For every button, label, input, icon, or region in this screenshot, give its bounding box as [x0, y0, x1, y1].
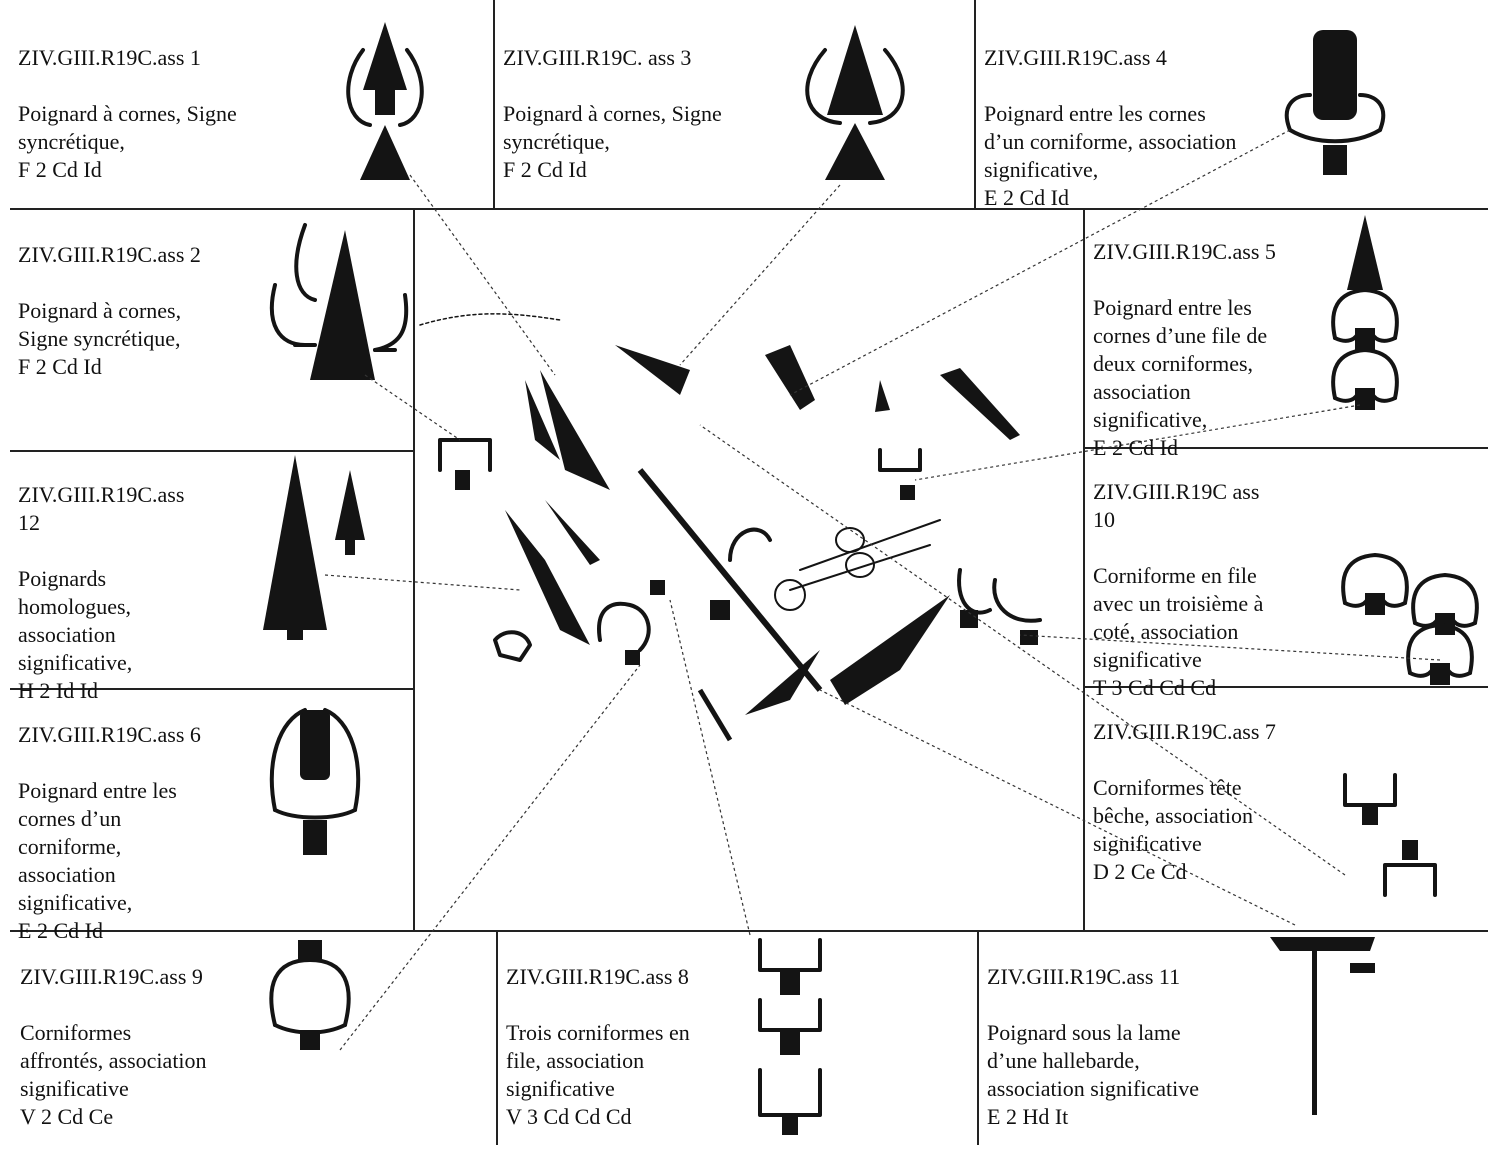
panel-id: ZIV.GIII.R19C. ass 3 — [503, 45, 692, 70]
rule-right-h2 — [1083, 686, 1488, 688]
panel-description: Poignard à cornes, Signe syncrétique, F … — [18, 298, 182, 379]
panel-description: Poignard entre les cornes d’un corniform… — [18, 778, 177, 943]
rule-h-bottom — [10, 930, 1488, 932]
panel-id: ZIV.GIII.R19C.ass 5 — [1093, 239, 1276, 264]
panel-ass11: ZIV.GIII.R19C.ass 11 Poignard sous la la… — [987, 935, 1199, 1159]
panel-id: ZIV.GIII.R19C.ass 2 — [18, 242, 201, 267]
rule-top-v1 — [493, 0, 495, 210]
panel-description: Corniformes tête bêche, association sign… — [1093, 775, 1254, 884]
panel-description: Poignards homologues, association signif… — [18, 566, 133, 703]
panel-id: ZIV.GIII.R19C.ass 12 — [18, 482, 185, 535]
panel-description: Poignard sous la lame d’une hallebarde, … — [987, 1020, 1199, 1129]
panel-ass8: ZIV.GIII.R19C.ass 8 Trois corniformes en… — [506, 935, 690, 1159]
panel-id: ZIV.GIII.R19C.ass 9 — [20, 964, 203, 989]
rule-left-h1 — [10, 450, 415, 452]
dagger-icon — [805, 25, 905, 180]
corniform-icon — [1343, 773, 1437, 897]
panel-id: ZIV.GIII.R19C.ass 11 — [987, 964, 1181, 989]
panel-description: Trois corniformes en file, association s… — [506, 1020, 690, 1129]
halberd-icon — [1270, 937, 1375, 1115]
panel-ass5: ZIV.GIII.R19C.ass 5 Poignard entre les c… — [1093, 210, 1276, 490]
rule-left-v — [413, 208, 415, 932]
panel-ass3: ZIV.GIII.R19C. ass 3 Poignard à cornes, … — [503, 16, 722, 212]
corniform-icon — [758, 938, 822, 1135]
panel-id: ZIV.GIII.R19C.ass 4 — [984, 45, 1167, 70]
panel-ass7: ZIV.GIII.R19C.ass 7 Corniformes tête bêc… — [1093, 690, 1276, 914]
rule-left-h2 — [10, 688, 415, 690]
panel-description: Poignard à cornes, Signe syncrétique, F … — [18, 101, 237, 182]
panel-description: Poignard entre les cornes d’une file de … — [1093, 295, 1268, 460]
panel-id: ZIV.GIII.R19C ass 10 — [1093, 479, 1260, 532]
rule-h-top — [10, 208, 1488, 210]
dagger-icon — [263, 455, 327, 640]
rule-right-h1 — [1083, 447, 1488, 449]
dagger-icon — [335, 470, 365, 555]
panel-description: Corniformes affrontés, association signi… — [20, 1020, 207, 1129]
rule-top-v2 — [974, 0, 976, 210]
panel-description: Poignard entre les cornes d’un corniform… — [984, 101, 1237, 210]
panel-ass2: ZIV.GIII.R19C.ass 2 Poignard à cornes, S… — [18, 213, 201, 409]
corniform-icon — [269, 940, 351, 1050]
panel-ass9: ZIV.GIII.R19C.ass 9 Corniformes affronté… — [20, 935, 207, 1159]
dagger-icon — [1284, 30, 1386, 175]
corniform-icon — [1341, 553, 1479, 687]
rock-survey-icon — [419, 313, 1042, 742]
dagger-icon — [269, 223, 409, 380]
panel-ass10: ZIV.GIII.R19C ass 10 Corniforme en file … — [1093, 450, 1263, 730]
rule-right-v — [1083, 208, 1085, 932]
dagger-icon — [1331, 215, 1399, 412]
panel-ass4: ZIV.GIII.R19C.ass 4 Poignard entre les c… — [984, 16, 1236, 240]
panel-ass6: ZIV.GIII.R19C.ass 6 Poignard entre les c… — [18, 693, 201, 973]
rule-bot-v1 — [496, 930, 498, 1145]
panel-id: ZIV.GIII.R19C.ass 8 — [506, 964, 689, 989]
leader-lines — [324, 129, 1441, 1051]
dagger-icon — [269, 708, 361, 855]
panel-ass1: ZIV.GIII.R19C.ass 1 Poignard à cornes, S… — [18, 16, 237, 212]
rule-bot-v2 — [977, 930, 979, 1145]
panel-ass12: ZIV.GIII.R19C.ass 12 Poignards homologue… — [18, 453, 184, 733]
panel-id: ZIV.GIII.R19C.ass 6 — [18, 722, 201, 747]
panel-description: Poignard à cornes, Signe syncrétique, F … — [503, 101, 722, 182]
panel-description: Corniforme en file avec un troisième à c… — [1093, 563, 1264, 700]
panel-id: ZIV.GIII.R19C.ass 1 — [18, 45, 201, 70]
dagger-icon — [346, 22, 424, 180]
panel-id: ZIV.GIII.R19C.ass 7 — [1093, 719, 1276, 744]
